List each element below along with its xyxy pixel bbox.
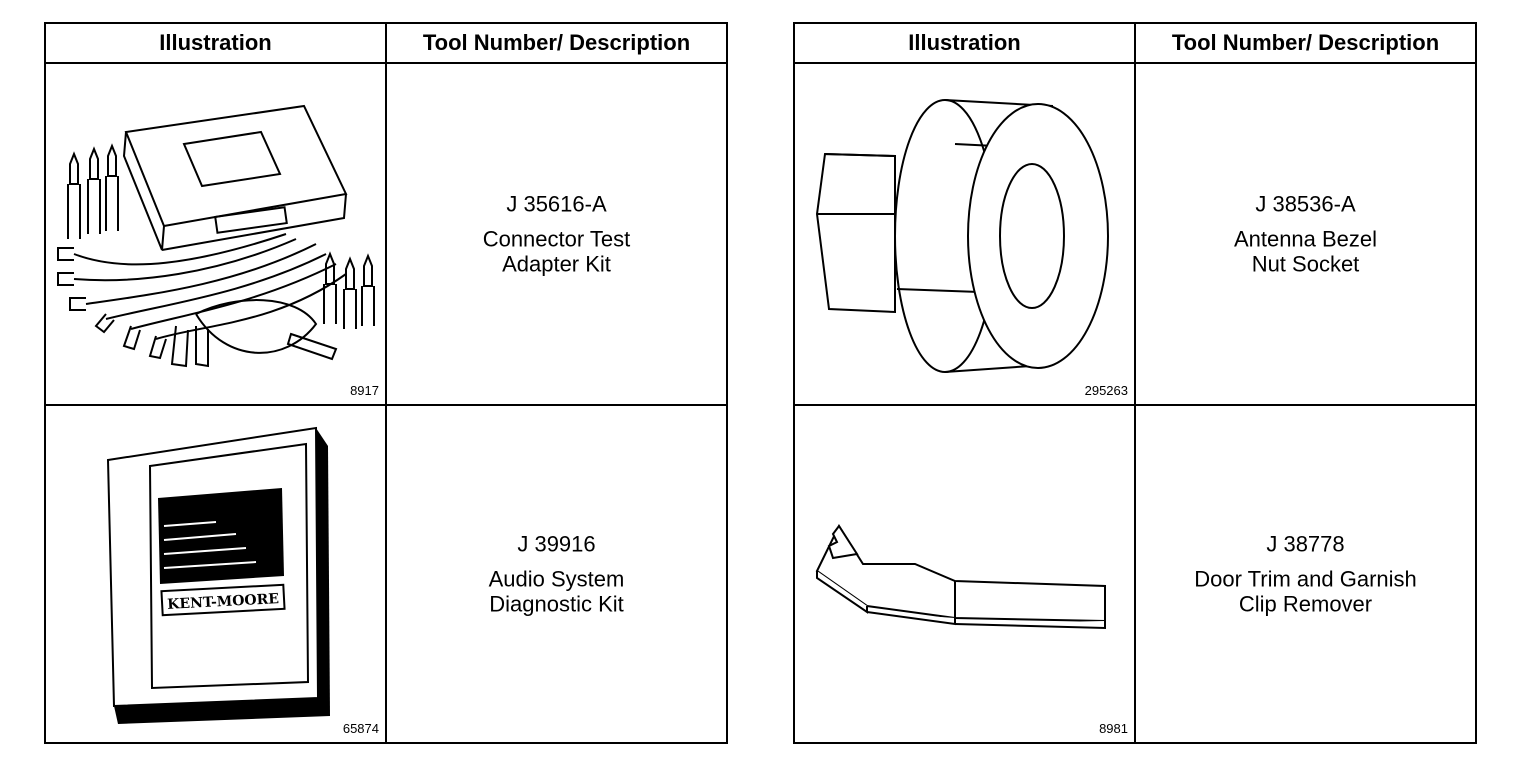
tool-description-cell: J 39916 Audio System Diagnostic Kit — [387, 406, 726, 742]
binder-brand-text: KENT-MOORE — [167, 591, 279, 613]
illustration-cell: 8981 — [795, 406, 1134, 742]
tool-description-cell: J 38778 Door Trim and Garnish Clip Remov… — [1136, 406, 1475, 742]
tool-table-right: Illustration Tool Number/ Description 29… — [793, 22, 1477, 744]
column-divider — [1134, 24, 1136, 742]
illustration-cell: 8917 — [46, 64, 385, 404]
illustration-cell: KENT-MOORE 65874 — [46, 406, 385, 742]
tool-column-header: Tool Number/ Description — [422, 30, 691, 55]
illustration-column-header: Illustration — [908, 30, 1021, 55]
tool-column-header: Tool Number/ Description — [1171, 30, 1440, 55]
tool-description-cell: J 38536-A Antenna Bezel Nut Socket — [1136, 64, 1475, 404]
clip-remover-icon — [815, 523, 1106, 630]
row-divider — [795, 404, 1475, 406]
tool-description-cell: J 35616-A Connector Test Adapter Kit — [387, 64, 726, 404]
tool-table-left: Illustration Tool Number/ Description — [44, 22, 728, 744]
tool-number: J 38536-A — [1255, 191, 1356, 217]
tool-number: J 35616-A — [506, 191, 607, 217]
tool-description: Door Trim and Garnish Clip Remover — [1194, 566, 1417, 617]
tool-number: J 38778 — [1266, 531, 1345, 557]
tool-description: Audio System Diagnostic Kit — [488, 566, 625, 617]
illustration-column-header: Illustration — [159, 30, 272, 55]
tool-description: Connector Test Adapter Kit — [482, 226, 631, 277]
figure-number: 295263 — [1084, 383, 1128, 398]
figure-number: 65874 — [342, 721, 379, 736]
figure-number: 8917 — [350, 383, 379, 398]
figure-number: 8981 — [1099, 721, 1128, 736]
column-divider — [385, 24, 387, 742]
manual-binder-icon: KENT-MOORE — [106, 426, 330, 724]
row-divider — [46, 404, 726, 406]
tool-number: J 39916 — [517, 531, 596, 557]
illustration-cell: 295263 — [795, 64, 1134, 404]
tool-description: Antenna Bezel Nut Socket — [1233, 226, 1378, 277]
connector-test-kit-icon — [57, 104, 375, 368]
socket-icon — [815, 99, 1109, 373]
